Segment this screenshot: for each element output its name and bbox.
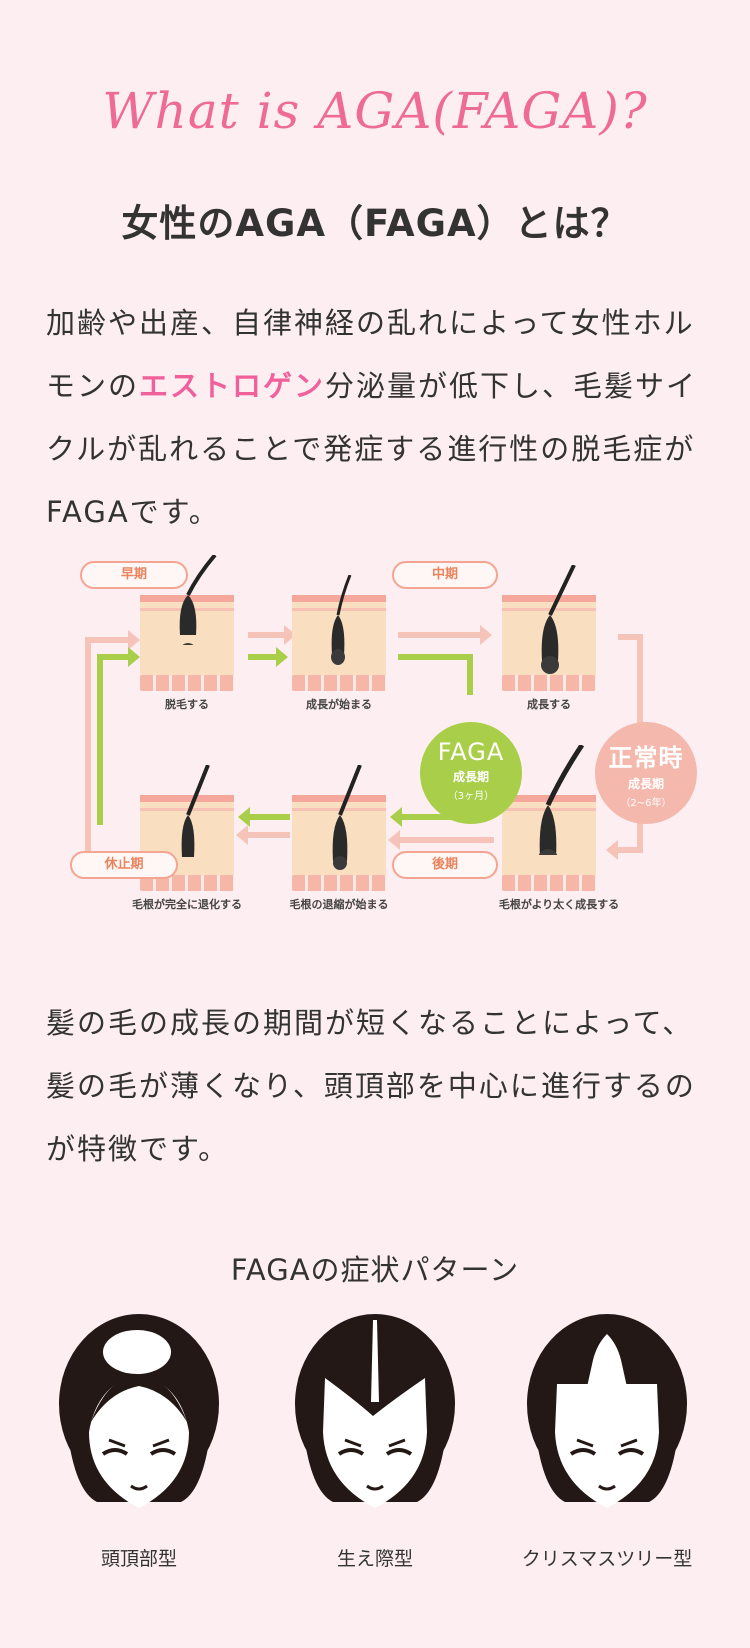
stage-label: 成長する <box>527 698 571 711</box>
stage-label: 毛根がより太く成長する <box>498 898 620 911</box>
pattern-label-hairline: 生え際型 <box>336 1548 413 1570</box>
stage-thicker-growth <box>502 745 596 891</box>
hair-follicle-icon <box>332 765 362 870</box>
hair-cycle-diagram: 脱毛する 成長が始まる 成長する 毛根が完全に退化する 毛根の退縮が始まる 毛根… <box>0 555 750 955</box>
hair-follicle-icon <box>541 565 576 674</box>
intro-paragraph: 加齢や出産、自律神経の乱れによって女性ホルモンのエストロゲン分泌量が低下し、毛髪… <box>46 292 706 544</box>
hair-follicle-icon <box>179 555 217 645</box>
phase-rest-pill: 休止期 <box>70 851 178 879</box>
hairline-thinning-face-icon <box>295 1314 455 1508</box>
stage-regression-start <box>292 765 386 891</box>
stage-label: 毛根の退縮が始まる <box>289 898 389 911</box>
phase-late-pill: 後期 <box>392 851 498 879</box>
faga-circle-period: （3ヶ月） <box>447 791 495 802</box>
faga-circle-sub: 成長期 <box>452 770 489 784</box>
phase-middle-pill: 中期 <box>392 561 498 589</box>
pattern-label-crown: 頭頂部型 <box>100 1548 177 1570</box>
phase-early-pill: 早期 <box>80 561 188 589</box>
normal-circle-period: （2~6年） <box>620 798 672 809</box>
page-title: 女性のAGA（FAGA）とは？ <box>121 202 629 245</box>
faga-circle-title: FAGA <box>437 738 505 766</box>
stage-growing <box>502 565 596 691</box>
christmas-tree-thinning-face-icon <box>527 1314 687 1508</box>
faga-growth-circle: FAGA 成長期 （3ヶ月） <box>420 722 522 824</box>
intro-text-2: 分泌量が低下し、毛髪サイクルが乱れることで発症する進行性の脱毛症がFAGAです。 <box>46 369 698 529</box>
hair-follicle-icon <box>538 745 585 855</box>
crown-thinning-face-icon <box>59 1314 219 1508</box>
estrogen-highlight: エストロゲン <box>139 369 326 403</box>
normal-growth-circle: 正常時 成長期 （2~6年） <box>595 722 697 824</box>
stage-label: 脱毛する <box>165 698 209 711</box>
stage-label: 成長が始まる <box>306 698 372 711</box>
pattern-label-christmas-tree: クリスマスツリー型 <box>521 1548 693 1570</box>
hair-follicle-icon <box>181 765 210 857</box>
explanation-paragraph: 髪の毛の成長の期間が短くなることによって、髪の毛が薄くなり、頭頂部を中心に進行す… <box>46 1006 696 1166</box>
normal-circle-title: 正常時 <box>608 744 684 772</box>
normal-circle-sub: 成長期 <box>627 777 664 791</box>
pattern-section-title: FAGAの症状パターン <box>230 1253 520 1287</box>
stage-label: 毛根が完全に退化する <box>132 898 242 911</box>
intro-text-1: 加齢や出産、自律神経の乱れによって女性ホルモンの <box>46 306 695 403</box>
stage-shedding <box>140 555 234 691</box>
stage-growth-start <box>292 575 386 691</box>
script-title: What is AGA(FAGA)? <box>102 82 648 140</box>
hair-follicle-icon <box>331 575 352 665</box>
